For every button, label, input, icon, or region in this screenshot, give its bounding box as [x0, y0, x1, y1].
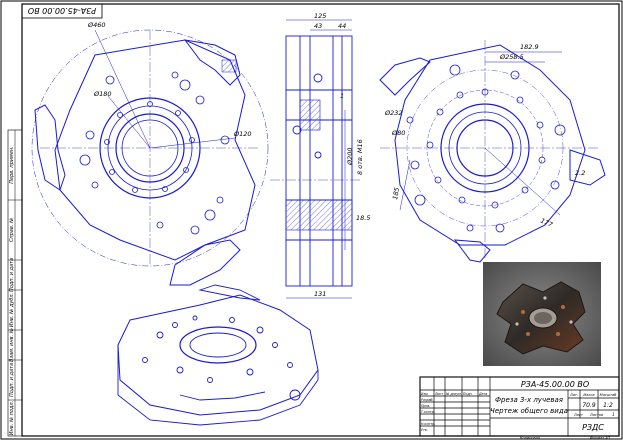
dim-2-2: 2.2 [575, 169, 585, 177]
title-block-text: РЗА-45.00.00 ВО Фреза 3-х лучевая Чертеж… [421, 380, 617, 440]
strip-2: Справ. № [9, 218, 15, 242]
stamp-lit: Лит. [569, 393, 578, 397]
strip-6: Подп. и дата [9, 363, 15, 397]
stamp-org: РЗДС [582, 423, 604, 432]
strip-5: Взам. инв. № [9, 328, 15, 362]
dim-182-9: 182.9 [520, 43, 539, 51]
dim-d120: Ø120 [233, 130, 252, 138]
dim-d460: Ø460 [87, 21, 106, 29]
stamp-mass-label: Масса [583, 393, 594, 397]
iso-holes [142, 315, 301, 401]
stamp-mass: 70.9 [582, 402, 596, 409]
dim-1: 1 [340, 92, 344, 100]
dim-d232: Ø232 [384, 109, 403, 117]
dim-44: 44 [338, 22, 346, 30]
row-approve: Утв. [421, 428, 428, 432]
row-check: Пров. [421, 404, 430, 408]
stamp-sheets-count: 1 [612, 412, 615, 417]
front-view [31, 29, 269, 286]
row-doc: № докум. [445, 392, 462, 396]
code-top-text: РЗА-45.00.00 ВО [28, 6, 96, 15]
strip-7: Инв. № подл. [9, 401, 15, 436]
stamp-sheet: Лист [573, 413, 584, 417]
row-izm: Изм. [421, 392, 429, 396]
side-view [270, 19, 360, 299]
title-line-1: Фреза 3-х лучевая [495, 396, 563, 404]
dim-131: 131 [314, 290, 326, 298]
dim-185: 185 [391, 187, 401, 201]
render-photo [483, 262, 601, 366]
strip-3: Подп. и дата [9, 258, 15, 292]
isometric-view [117, 284, 319, 426]
rear-view [379, 40, 606, 263]
rear-dims: 182.9 Ø258.5 Ø232 Ø80 177 185 2.2 [384, 43, 585, 229]
side-dims: 125 43 44 1 131 18.5 Ø200 8 отв. M16 [314, 12, 370, 298]
render-image [483, 262, 601, 366]
dim-177: 177 [539, 217, 554, 230]
front-dims: Ø460 Ø180 Ø120 [87, 21, 252, 138]
stamp-code: РЗА-45.00.00 ВО [521, 380, 589, 389]
stamp-scale-label: Масштаб [600, 393, 617, 397]
dim-43: 43 [314, 22, 322, 30]
dim-125: 125 [314, 12, 326, 20]
dim-18-5: 18.5 [356, 214, 370, 222]
footer-copied: Копировал [520, 436, 541, 440]
stamp-sheets: Листов [589, 413, 603, 417]
row-sign: Подп. [463, 392, 473, 396]
code-box-top: РЗА-45.00.00 ВО [21, 3, 103, 19]
row-tcontr: Т.контр. [421, 410, 435, 414]
row-list: Лист [434, 392, 443, 396]
row-date: Дата [478, 392, 487, 396]
stamp-scale: 1:2 [603, 402, 613, 409]
footer-format: Формат А3 [590, 436, 610, 440]
strip-1: Перв. примен. [9, 146, 15, 184]
title-block [419, 376, 620, 437]
dim-d258-5: Ø258.5 [499, 53, 524, 61]
title-line-2: Чертеж общего вида [490, 407, 568, 415]
dim-d200: Ø200 [346, 147, 354, 166]
dim-bolt: 8 отв. M16 [356, 139, 364, 175]
front-bolt-holes [104, 101, 195, 193]
rear-holes [406, 64, 566, 233]
row-dev: Разраб. [421, 398, 434, 402]
left-strip: Перв. примен. Справ. № Подп. и дата Инв.… [7, 129, 23, 437]
dim-d180: Ø180 [93, 90, 112, 98]
row-ncontr: Н.контр. [421, 422, 435, 426]
strip-4: Инв. № дубл. [9, 293, 15, 327]
dim-d80: Ø80 [391, 129, 405, 137]
